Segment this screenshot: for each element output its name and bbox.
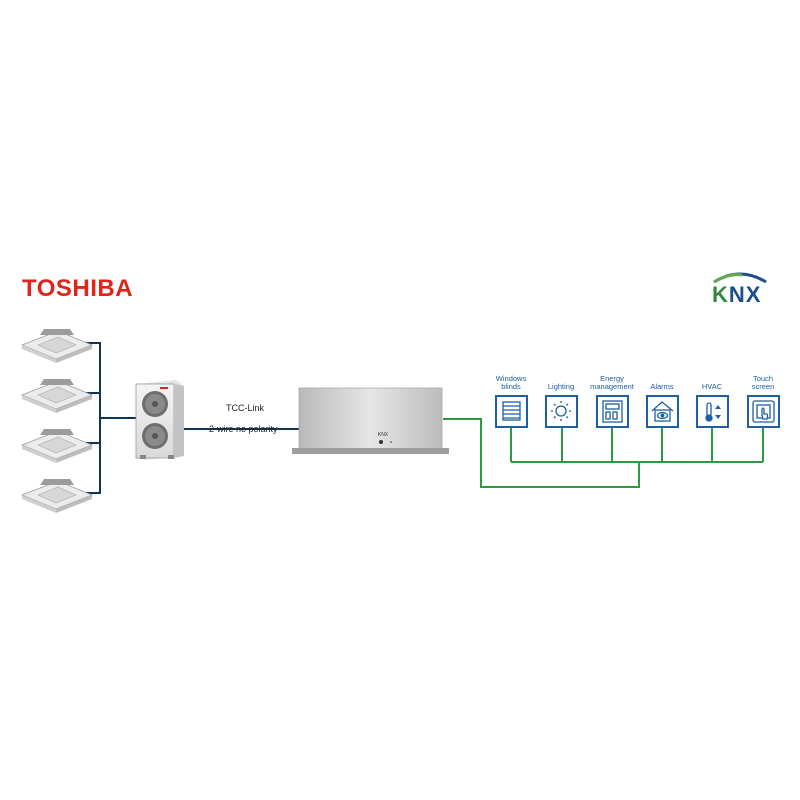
light-bulb-icon	[551, 401, 571, 421]
outdoor-unit	[135, 380, 184, 460]
cassette-unit	[20, 479, 94, 513]
cassette-unit	[20, 429, 94, 463]
window-blinds-icon	[502, 401, 521, 421]
device-label-alarms: Alarms	[650, 382, 674, 391]
toshiba-logo: TOSHIBA	[22, 275, 134, 302]
knx-wordmark-rest: NX	[728, 282, 762, 307]
wire-type-label: 2-wire no polarity	[209, 424, 278, 434]
gateway-label: KNX	[378, 432, 389, 438]
knx-wordmark: KNX	[712, 282, 762, 307]
alarm-eye-icon	[651, 401, 674, 422]
device-boxes	[495, 395, 780, 428]
knx-gateway	[292, 387, 449, 454]
touch-screen-icon	[752, 400, 775, 423]
thermostat-icon	[705, 402, 721, 422]
knx-arc	[713, 272, 767, 284]
tcc-link-wiring	[76, 342, 300, 494]
device-label-hvac: HVAC	[701, 382, 723, 391]
tcc-link-label: TCC-Link	[226, 403, 265, 413]
device-label-lighting: Lighting	[547, 382, 575, 391]
cassette-unit	[20, 329, 94, 363]
cassette-unit	[20, 379, 94, 413]
knx-bus-wiring	[443, 418, 764, 488]
knx-logo: KNX	[700, 268, 780, 312]
energy-meter-icon	[602, 400, 623, 423]
